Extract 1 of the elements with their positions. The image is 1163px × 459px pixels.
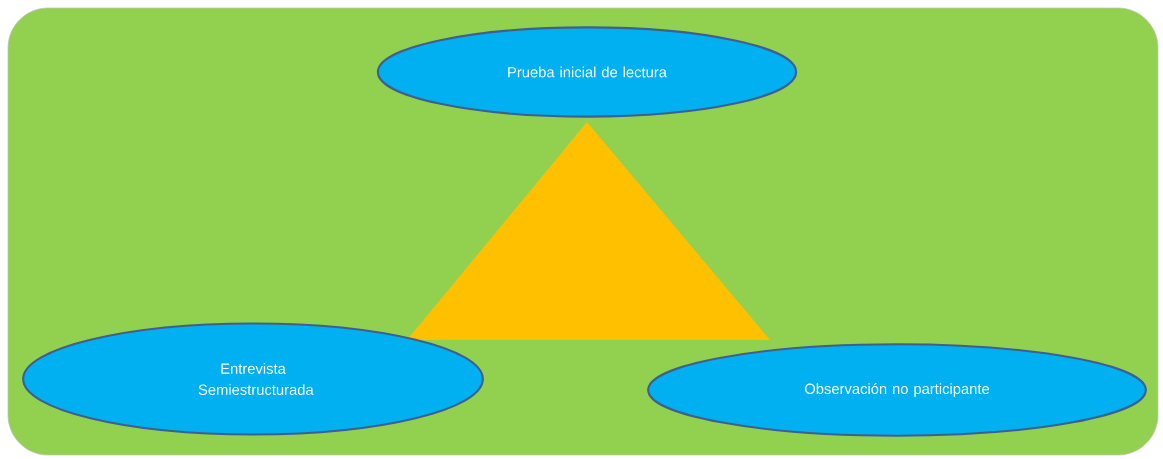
triangle bbox=[407, 122, 770, 340]
